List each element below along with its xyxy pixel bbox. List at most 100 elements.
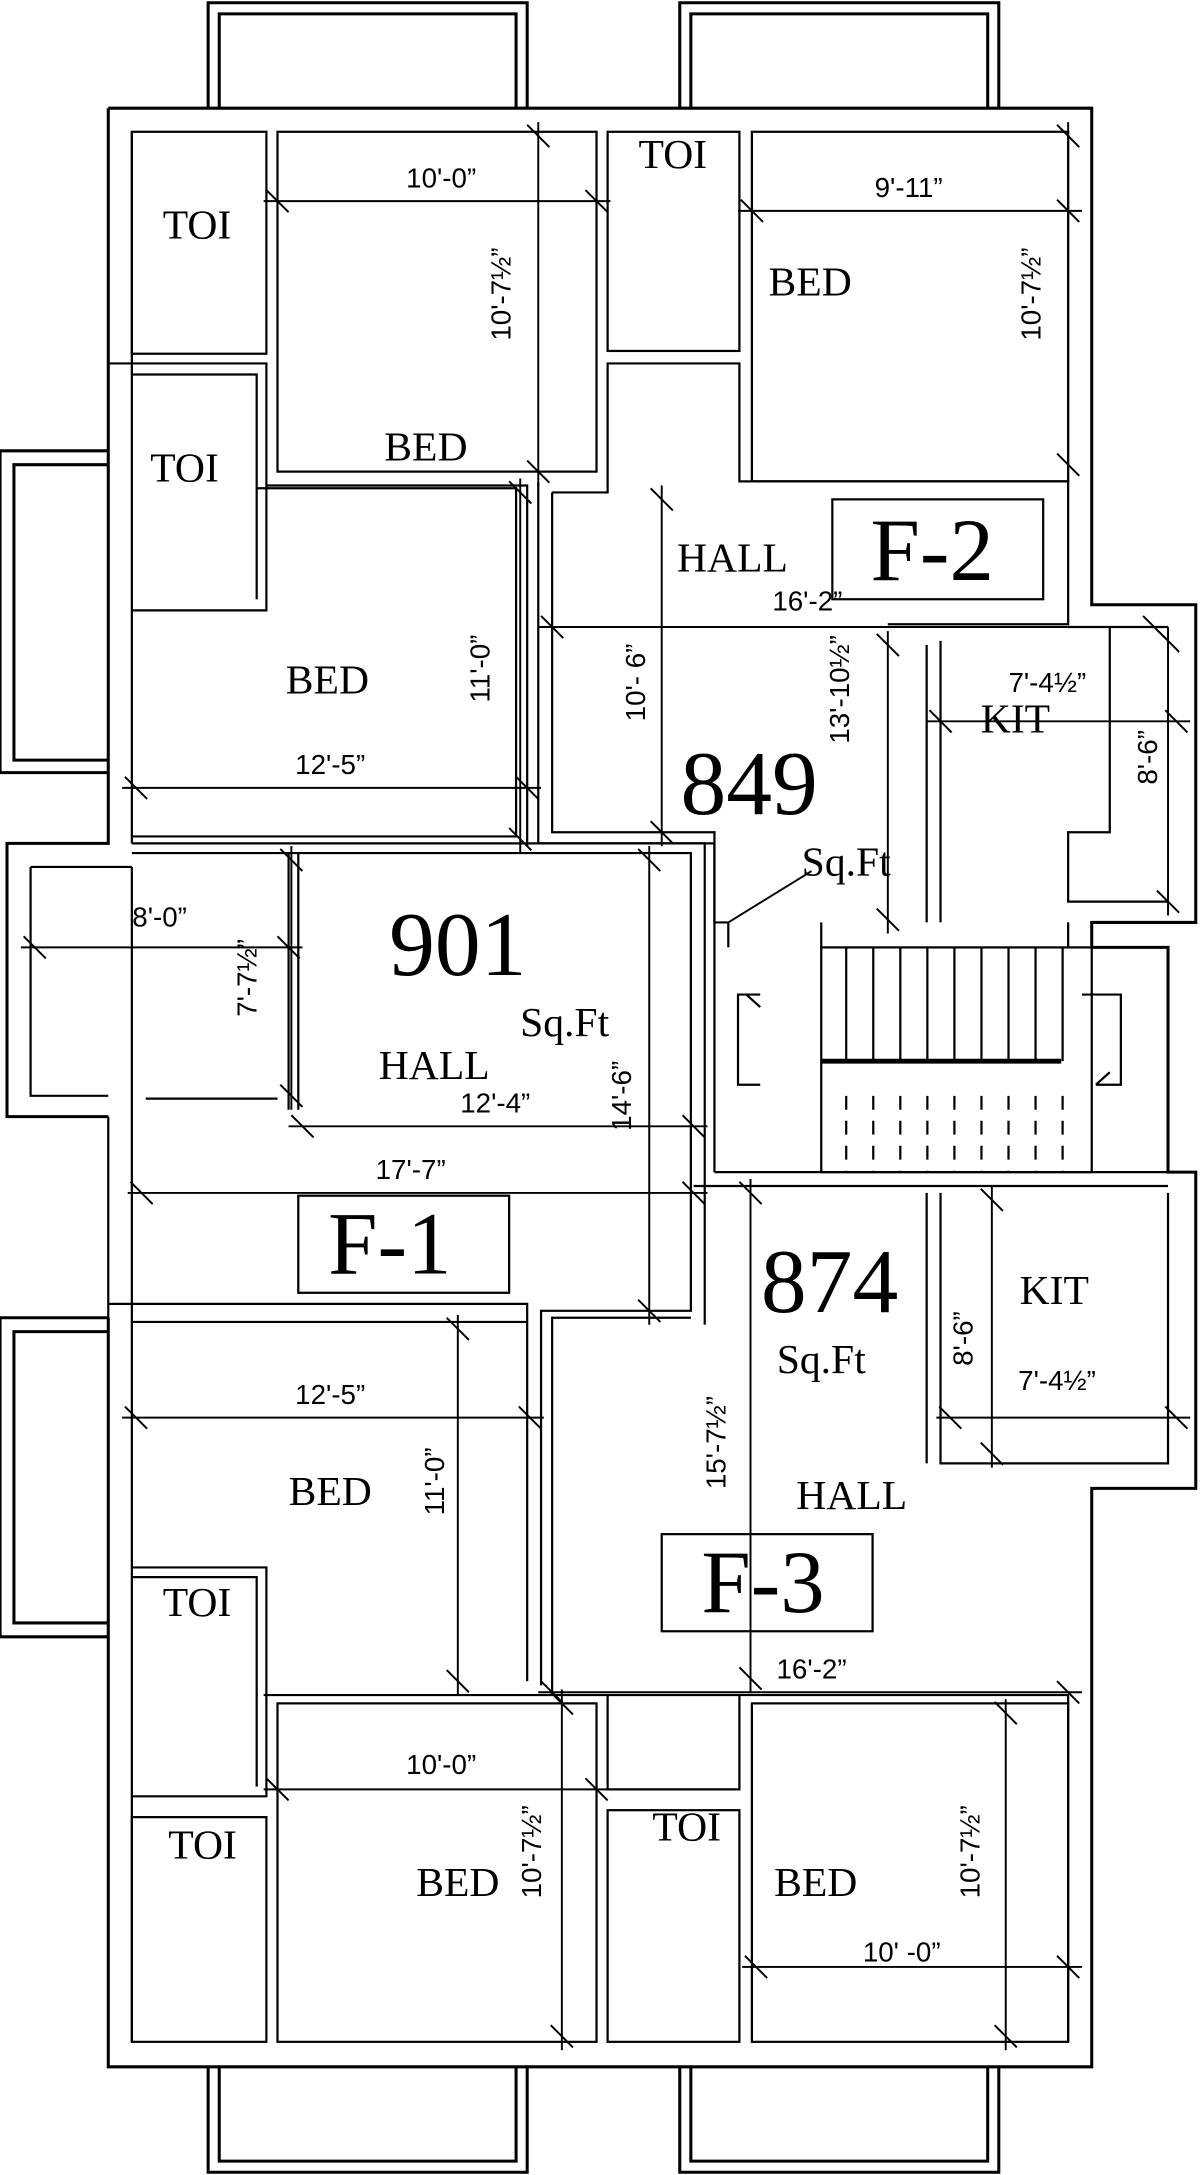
- dimension-tick: [649, 820, 674, 845]
- flat-f3-walls: [130, 1184, 1170, 2043]
- flat-f1-labels: 8'-0” 7'-7½” 901 Sq.Ft HALL 12'-4” 14'-6…: [132, 893, 637, 1294]
- dimension-label: 10'- 6”: [620, 644, 651, 722]
- dimension-label: 10'-7½”: [1015, 247, 1046, 340]
- dimension-tick: [993, 2024, 1018, 2049]
- flat-f2-labels: TOI TOI TOI BED BED BED HALL KIT 10'-0” …: [150, 132, 1163, 924]
- room-label-bed: BED: [769, 259, 852, 305]
- room-label-kit: KIT: [1020, 1268, 1089, 1314]
- dimension-label: 10'-0”: [406, 162, 476, 193]
- dimension-tick: [446, 1669, 470, 1693]
- outer-wall: [5, 106, 1198, 2069]
- dimension-tick: [938, 1405, 963, 1430]
- dimension-tick: [526, 459, 551, 484]
- dimension-tick: [129, 1181, 154, 1205]
- balconies: [0, 1, 1001, 2174]
- dimension-tick: [124, 776, 148, 800]
- dimension-tick: [584, 1777, 609, 1802]
- inner-wall-line: [29, 131, 133, 2067]
- flat-tag-box: [660, 1533, 874, 1633]
- dimension-tick: [1056, 124, 1080, 148]
- dimension-tick: [584, 189, 609, 213]
- dimension-tick: [279, 1084, 304, 1108]
- dimension-label: 11'-0”: [465, 635, 496, 703]
- dimension-tick: [738, 1666, 763, 1691]
- dimension-tick: [980, 1441, 1004, 1466]
- dimension-tick: [649, 487, 674, 512]
- flat-area-value: 901: [389, 893, 526, 995]
- flat-tag: F-1: [328, 1195, 451, 1293]
- dimension-tick: [738, 1181, 763, 1205]
- room-label-toi: TOI: [652, 1805, 721, 1851]
- flat-f3-labels: KIT 8'-6” 7'-4½” 874 Sq.Ft 15'-7½” HALL …: [163, 1230, 1096, 1967]
- dimension-tick: [290, 1114, 315, 1139]
- dimension-tick: [1056, 1955, 1080, 1979]
- dimension-label: 10'-0”: [406, 1749, 476, 1780]
- dimension-tick: [928, 709, 953, 734]
- dimension-label: 10'-7½”: [486, 247, 517, 340]
- dimension-tick: [1156, 889, 1180, 914]
- room-label-hall: HALL: [796, 1473, 907, 1519]
- room-label-bed: BED: [416, 1860, 499, 1906]
- dimension-label: 10'-7½”: [516, 1805, 547, 1898]
- flat-area-unit: Sq.Ft: [777, 1337, 866, 1383]
- flat-f1-walls: [108, 842, 716, 1693]
- dimension-tick: [980, 1188, 1004, 1212]
- dimension-tick: [993, 1701, 1018, 1725]
- room-label-bed: BED: [286, 658, 369, 704]
- flat-tag-box: [831, 498, 1045, 601]
- dimension-tick: [508, 480, 533, 505]
- room-label-toi: TOI: [163, 1580, 232, 1626]
- dimension-tick: [508, 827, 533, 851]
- dimension-tick: [550, 1691, 574, 1716]
- dimension-label: 16'-2”: [777, 1653, 847, 1684]
- flat-area-unit: Sq.Ft: [520, 1000, 609, 1046]
- dimension-label: 7'-4½”: [1008, 667, 1086, 698]
- dimension-tick: [1156, 629, 1180, 653]
- flat-area-unit: Sq.Ft: [802, 839, 891, 885]
- dimension-tick: [279, 848, 304, 872]
- flat-tag: F-3: [701, 1534, 824, 1632]
- dimension-tick: [550, 2024, 574, 2049]
- dimension-tick: [446, 1317, 470, 1341]
- dimension-label: 15'-7½”: [701, 1396, 732, 1489]
- dimension-tick: [876, 633, 900, 657]
- dimension-tick: [876, 907, 900, 932]
- dimension-tick: [515, 776, 539, 800]
- flat-tag: F-2: [871, 502, 994, 600]
- dimension-label: 16'-2”: [772, 585, 842, 616]
- dimension-label: 10' -0”: [863, 1936, 941, 1967]
- dimension-label: 12'-5”: [295, 1379, 365, 1410]
- dimension-label: 12'-4”: [460, 1087, 530, 1118]
- room-label-toi: TOI: [150, 445, 219, 491]
- room-label-hall: HALL: [677, 535, 788, 581]
- dimension-label: 8'-6”: [1132, 730, 1163, 785]
- flat-area-value: 849: [680, 732, 817, 834]
- dimension-tick: [22, 935, 47, 960]
- dimension-tick: [637, 1299, 662, 1323]
- dimension-tick: [526, 124, 551, 148]
- dimension-tick: [744, 1955, 768, 1979]
- dimension-tick: [124, 1405, 148, 1430]
- dimension-label: 17'-7”: [376, 1154, 446, 1185]
- dimension-tick: [681, 1181, 706, 1205]
- room-label-toi: TOI: [163, 203, 232, 249]
- dimension-tick: [265, 1777, 290, 1802]
- dimension-label: 8'-0”: [132, 902, 187, 933]
- dimension-tick: [276, 935, 301, 960]
- dimension-tick: [637, 848, 662, 872]
- dimension-label: 8'-6”: [947, 1311, 978, 1366]
- room-label-bed: BED: [384, 425, 467, 471]
- dimension-tick: [1056, 1680, 1080, 1705]
- staircase: [714, 946, 1196, 1174]
- room-label-bed: BED: [774, 1860, 857, 1906]
- dimension-label: 10'-7½”: [954, 1805, 985, 1898]
- room-label-toi: TOI: [168, 1823, 237, 1869]
- dimension-label: 13'-10½”: [824, 635, 855, 744]
- dimension-label: 7'-4½”: [1018, 1365, 1096, 1396]
- dimension-label: 12'-5”: [295, 749, 365, 780]
- dimension-tick: [265, 189, 290, 213]
- flat-area-value: 874: [761, 1230, 898, 1332]
- dimension-label: 14'-6”: [606, 1061, 637, 1131]
- dimension-tick: [1164, 1405, 1189, 1430]
- room-label-toi: TOI: [639, 132, 708, 178]
